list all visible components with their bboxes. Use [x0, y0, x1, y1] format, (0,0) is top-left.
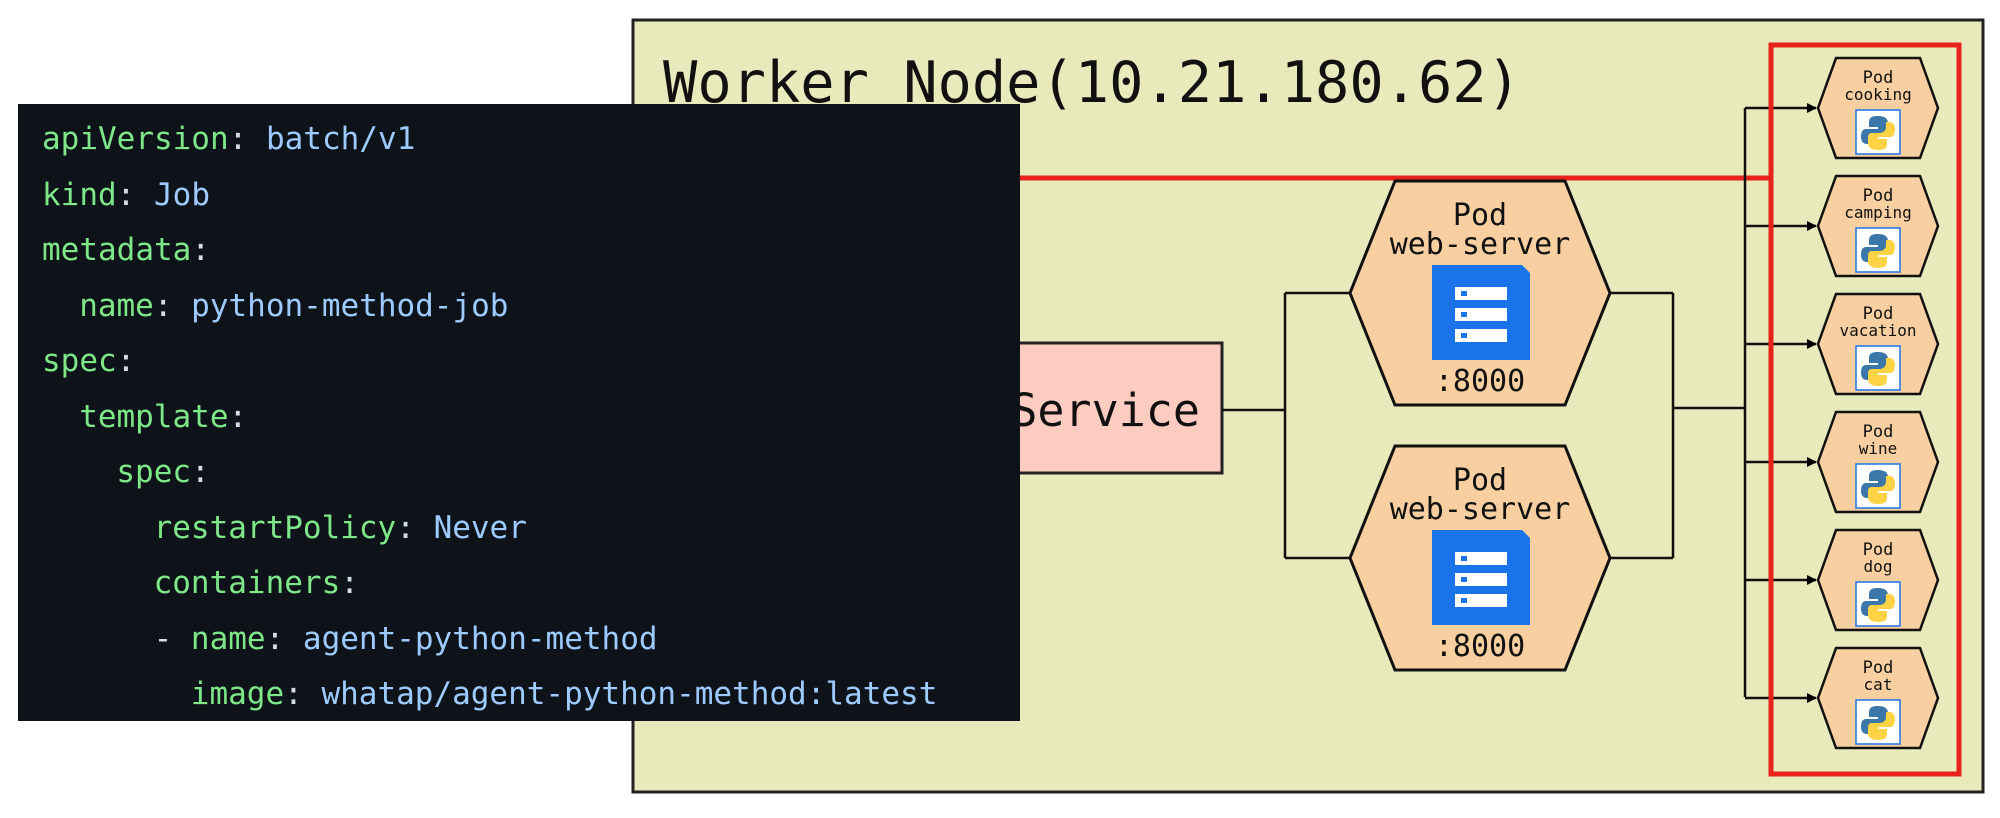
yaml-colon: : [228, 121, 248, 157]
yaml-line: image: whatap/agent-python-method:latest [191, 666, 938, 722]
yaml-colon: : [340, 565, 359, 601]
highlight-box [1768, 42, 1962, 777]
yaml-key: name [190, 620, 266, 657]
yaml-value: Job [135, 176, 210, 213]
python-icon [1855, 699, 1901, 745]
server-icon [1432, 265, 1530, 360]
pod-name: wine [1859, 439, 1898, 458]
yaml-line: spec: [116, 444, 209, 500]
yaml-key: image [190, 676, 285, 712]
pod-label: Pod [1863, 68, 1894, 88]
pod-label: Pod [1453, 198, 1507, 233]
yaml-line: kind: Job [42, 167, 210, 223]
server-icon [1432, 530, 1530, 625]
yaml-list-dash: - [153, 620, 191, 657]
python-icon [1855, 109, 1901, 155]
pod-label: Pod [1863, 540, 1894, 560]
python-icon [1855, 227, 1901, 273]
pod-port: :8000 [1435, 629, 1525, 664]
yaml-colon: : [191, 454, 210, 490]
yaml-line: spec: [42, 333, 135, 389]
yaml-line: name: python-method-job [79, 278, 508, 334]
pod-hexagon [1816, 174, 1940, 278]
pod-name: cat [1864, 675, 1893, 694]
yaml-line: template: [79, 389, 247, 445]
service-connectors [1222, 291, 1350, 560]
yaml-colon: : [284, 676, 303, 712]
pod-connectors [1610, 108, 1747, 697]
yaml-line: metadata: [42, 222, 210, 278]
python-icon [1855, 463, 1901, 509]
service-label: Service [1010, 384, 1200, 437]
yaml-colon: : [116, 343, 136, 379]
yaml-colon: : [191, 232, 210, 268]
yaml-colon: : [153, 287, 173, 324]
pod-label: Pod [1863, 658, 1894, 678]
python-pods: PodcookingPodcampingPodvacationPodwinePo… [1816, 56, 1940, 750]
pod-name: web-server [1390, 227, 1571, 262]
pod-hexagon [1816, 56, 1940, 160]
yaml-value: batch/v1 [247, 121, 416, 157]
yaml-key: metadata [42, 232, 192, 268]
yaml-key: spec [116, 454, 192, 490]
yaml-line: - name: agent-python-method [154, 611, 658, 667]
pod-name: cooking [1844, 85, 1911, 104]
web-server-pod: Pod web-server :8000 [1348, 444, 1612, 672]
yaml-key: spec [42, 343, 117, 379]
yaml-value: python-method-job [172, 287, 509, 324]
yaml-key: kind [42, 176, 117, 213]
yaml-colon: : [396, 509, 415, 546]
yaml-key: template [79, 398, 229, 435]
pod-label: Pod [1453, 463, 1507, 498]
yaml-value: whatap/agent-python-method:latest [302, 676, 938, 712]
pod-port: :8000 [1435, 364, 1525, 399]
yaml-value: agent-python-method [284, 620, 658, 657]
pod-name: camping [1844, 203, 1911, 222]
pod-name: web-server [1390, 492, 1571, 527]
python-icon [1855, 345, 1901, 391]
pod-label: Pod [1863, 186, 1894, 206]
yaml-line: apiVersion: batch/v1 [42, 111, 415, 167]
pod-hexagon [1816, 410, 1940, 514]
yaml-line: containers: [154, 555, 359, 611]
pod-name: dog [1864, 557, 1893, 576]
yaml-key: name [79, 287, 154, 324]
pod-hexagon [1816, 528, 1940, 632]
yaml-line: restartPolicy: Never [154, 500, 527, 556]
yaml-colon: : [116, 176, 136, 213]
yaml-key: restartPolicy [153, 509, 397, 546]
pod-name: vacation [1839, 321, 1916, 340]
yaml-key: apiVersion [42, 121, 229, 157]
pod-arrows [1745, 103, 1817, 703]
yaml-key: containers [153, 565, 341, 601]
python-icon [1855, 581, 1901, 627]
pod-label: Pod [1863, 304, 1894, 324]
yaml-colon: : [265, 620, 285, 657]
yaml-colon: : [228, 398, 248, 435]
pod-hexagon [1816, 292, 1940, 396]
pod-label: Pod [1863, 422, 1894, 442]
web-server-pod: Pod web-server :8000 [1348, 179, 1612, 407]
yaml-value: Never [414, 509, 527, 546]
pod-hexagon [1816, 646, 1940, 750]
